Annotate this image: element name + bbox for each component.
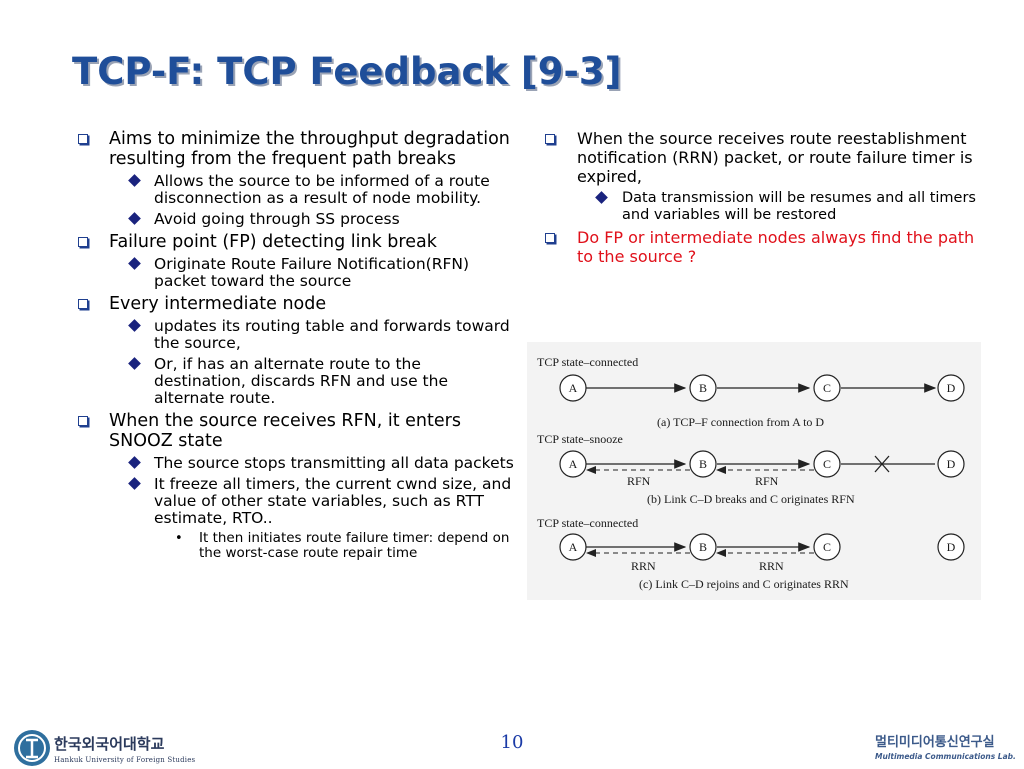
mmc-lab-logo: 멀티미디어통신연구실 Multimedia Communications Lab… bbox=[875, 734, 1016, 761]
node-c: C bbox=[813, 374, 841, 402]
state-label: TCP state–snooze bbox=[537, 432, 623, 446]
panel-caption: (c) Link C–D rejoins and C originates RR… bbox=[639, 577, 849, 591]
hufs-logo: 한국외국어대학교 Hankuk University of Foreign St… bbox=[14, 730, 196, 766]
sub-sub-bullet-item: • It then initiates route failure timer:… bbox=[74, 531, 514, 561]
rfn-label: RFN bbox=[755, 474, 779, 488]
diamond-bullet-icon bbox=[128, 319, 141, 332]
state-label: TCP state–connected bbox=[537, 355, 638, 369]
node-c: C bbox=[813, 533, 841, 561]
bullet-item-question: Do FP or intermediate nodes always find … bbox=[540, 228, 980, 266]
sub-bullet-text: updates its routing table and forwards t… bbox=[154, 317, 510, 352]
square-bullet-icon bbox=[545, 134, 555, 144]
lab-english-name: Multimedia Communications Lab. bbox=[875, 752, 1016, 761]
panel-caption: (a) TCP–F connection from A to D bbox=[657, 415, 824, 429]
sub-sub-bullet-text: It then initiates route failure timer: d… bbox=[199, 530, 510, 561]
svg-text:C: C bbox=[823, 381, 831, 395]
sub-bullet-text: Avoid going through SS process bbox=[154, 210, 400, 228]
bullet-text: When the source receives RFN, it enters … bbox=[109, 411, 461, 451]
diamond-bullet-icon bbox=[128, 174, 141, 187]
diamond-bullet-icon bbox=[128, 456, 141, 469]
diagram-panel-a: TCP state–connected A B C D (a) TCP–F co… bbox=[537, 355, 965, 429]
bullet-item: Aims to minimize the throughput degradat… bbox=[74, 129, 514, 169]
bullet-text: Failure point (FP) detecting link break bbox=[109, 232, 437, 252]
diamond-bullet-icon bbox=[128, 357, 141, 370]
sub-bullet-item: It freeze all timers, the current cwnd s… bbox=[74, 476, 514, 527]
node-a: A bbox=[559, 450, 587, 478]
sub-bullet-item: The source stops transmitting all data p… bbox=[74, 455, 514, 472]
bullet-item: When the source receives route reestabli… bbox=[540, 129, 980, 186]
bullet-text: Do FP or intermediate nodes always find … bbox=[577, 228, 975, 266]
diamond-bullet-icon bbox=[128, 212, 141, 225]
diagram-panel-b: TCP state–snooze A B C D RFN RFN (b) Lin… bbox=[537, 432, 965, 506]
lab-korean-name: 멀티미디어통신연구실 bbox=[875, 734, 995, 750]
node-a: A bbox=[559, 533, 587, 561]
sub-bullet-item: Avoid going through SS process bbox=[74, 211, 514, 228]
bullet-text: Every intermediate node bbox=[109, 294, 327, 314]
sub-bullet-text: Data transmission will be resumes and al… bbox=[622, 190, 976, 223]
square-bullet-icon bbox=[78, 416, 88, 426]
node-c: C bbox=[813, 450, 841, 478]
node-b: B bbox=[689, 533, 717, 561]
diamond-bullet-icon bbox=[128, 257, 141, 270]
svg-text:B: B bbox=[699, 381, 707, 395]
sub-bullet-text: It freeze all timers, the current cwnd s… bbox=[154, 475, 512, 527]
square-bullet-icon bbox=[78, 299, 88, 309]
sub-bullet-item: Allows the source to be informed of a ro… bbox=[74, 173, 514, 207]
svg-text:A: A bbox=[569, 381, 578, 395]
sub-bullet-text: Or, if has an alternate route to the des… bbox=[154, 355, 448, 407]
sub-bullet-text: Allows the source to be informed of a ro… bbox=[154, 172, 490, 207]
sub-bullet-item: Or, if has an alternate route to the des… bbox=[74, 356, 514, 407]
rrn-label: RRN bbox=[631, 559, 656, 573]
rfn-label: RFN bbox=[627, 474, 651, 488]
node-b: B bbox=[689, 450, 717, 478]
page-number: 10 bbox=[500, 732, 524, 753]
diamond-bullet-icon bbox=[595, 191, 608, 204]
node-d: D bbox=[937, 374, 965, 402]
sub-bullet-item: updates its routing table and forwards t… bbox=[74, 318, 514, 352]
square-bullet-icon bbox=[78, 237, 88, 247]
bullet-item: Failure point (FP) detecting link break bbox=[74, 232, 514, 252]
bullet-item: Every intermediate node bbox=[74, 294, 514, 314]
svg-text:C: C bbox=[823, 540, 831, 554]
node-d: D bbox=[937, 450, 965, 478]
square-bullet-icon bbox=[78, 134, 88, 144]
slide-title: TCP-F: TCP Feedback [9-3] bbox=[72, 50, 622, 93]
hufs-english-name: Hankuk University of Foreign Studies bbox=[54, 756, 196, 764]
svg-text:D: D bbox=[947, 381, 956, 395]
node-d: D bbox=[937, 533, 965, 561]
node-b: B bbox=[689, 374, 717, 402]
rrn-label: RRN bbox=[759, 559, 784, 573]
node-a: A bbox=[559, 374, 587, 402]
hufs-korean-name: 한국외국어대학교 bbox=[54, 735, 165, 753]
svg-text:B: B bbox=[699, 457, 707, 471]
bullet-text: Aims to minimize the throughput degradat… bbox=[109, 129, 510, 169]
sub-bullet-item: Data transmission will be resumes and al… bbox=[540, 190, 980, 224]
svg-text:A: A bbox=[569, 457, 578, 471]
sub-bullet-item: Originate Route Failure Notification(RFN… bbox=[74, 256, 514, 290]
link-break-icon bbox=[874, 455, 890, 473]
svg-text:A: A bbox=[569, 540, 578, 554]
diagram-panel-c: TCP state–connected A B C D RRN RRN (c) … bbox=[537, 516, 965, 591]
svg-text:C: C bbox=[823, 457, 831, 471]
tcp-f-diagram: TCP state–connected A B C D (a) TCP–F co… bbox=[527, 342, 981, 600]
svg-text:D: D bbox=[947, 540, 956, 554]
square-bullet-icon bbox=[545, 233, 555, 243]
panel-caption: (b) Link C–D breaks and C originates RFN bbox=[647, 492, 855, 506]
sub-bullet-text: Originate Route Failure Notification(RFN… bbox=[154, 255, 470, 290]
bullet-text: When the source receives route reestabli… bbox=[577, 129, 973, 186]
dot-bullet-icon: • bbox=[175, 531, 183, 546]
diamond-bullet-icon bbox=[128, 477, 141, 490]
right-column: When the source receives route reestabli… bbox=[540, 129, 980, 270]
svg-text:D: D bbox=[947, 457, 956, 471]
left-column: Aims to minimize the throughput degradat… bbox=[74, 129, 514, 561]
state-label: TCP state–connected bbox=[537, 516, 638, 530]
sub-bullet-text: The source stops transmitting all data p… bbox=[154, 454, 514, 472]
svg-text:B: B bbox=[699, 540, 707, 554]
bullet-item: When the source receives RFN, it enters … bbox=[74, 411, 514, 451]
